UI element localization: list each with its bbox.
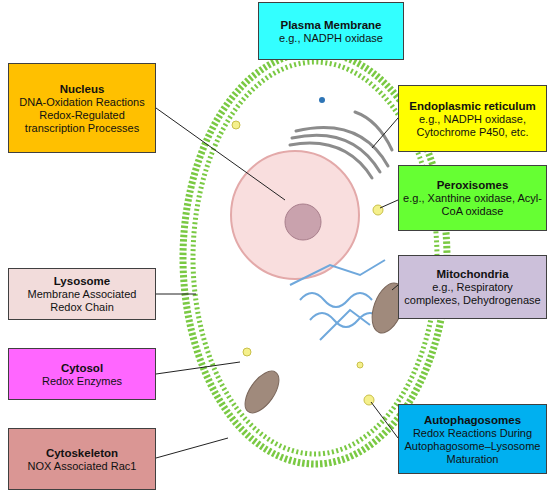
redox-source-text: e.g., NADPH oxidase, Cytochrome P450, et… bbox=[403, 113, 542, 139]
leader-line bbox=[380, 200, 398, 208]
vesicles bbox=[232, 121, 383, 405]
leader-line bbox=[372, 118, 398, 148]
filament bbox=[320, 310, 370, 340]
redox-source-text: NOX Associated Rac1 bbox=[28, 460, 137, 473]
leader-line bbox=[156, 294, 196, 295]
nucleolus-shape bbox=[285, 204, 321, 240]
organelle-name: Plasma Membrane bbox=[281, 18, 382, 32]
er-shape bbox=[290, 112, 392, 178]
redox-source-text: e.g., Xanthine oxidase, Acyl-CoA oxidase bbox=[403, 192, 542, 218]
vesicle bbox=[373, 205, 383, 215]
nucleus-label-box: NucleusDNA-Oxidation Reactions Redox-Reg… bbox=[8, 63, 156, 153]
redox-source-text: Redox Reactions During Autophagosome–Lys… bbox=[403, 427, 542, 466]
vesicle bbox=[243, 348, 251, 356]
redox-source-text: e.g., NADPH oxidase bbox=[279, 32, 383, 45]
organelle-name: Endoplasmic reticulum bbox=[409, 99, 536, 113]
leader-line bbox=[156, 108, 285, 200]
redox-source-text: DNA-Oxidation Reactions Redox-Regulated … bbox=[13, 96, 151, 135]
autophagosome-label-box: AutophagosomesRedox Reactions During Aut… bbox=[398, 404, 547, 474]
mitochondria-label-box: Mitochondriae.g., Respiratory complexes,… bbox=[398, 255, 547, 319]
leader-lines bbox=[156, 56, 398, 458]
vesicle bbox=[319, 97, 325, 103]
leader-line bbox=[371, 402, 398, 438]
redox-source-text: Redox Enzymes bbox=[42, 375, 122, 388]
peroxisome-label-box: Peroxisomese.g., Xanthine oxidase, Acyl-… bbox=[398, 165, 547, 231]
leader-line bbox=[156, 362, 240, 374]
cytosol-label-box: CytosolRedox Enzymes bbox=[8, 348, 156, 400]
vesicle bbox=[357, 362, 363, 368]
organelle-name: Autophagosomes bbox=[424, 413, 521, 427]
organelle-name: Cytoskeleton bbox=[46, 446, 118, 460]
filament bbox=[290, 260, 385, 285]
filament bbox=[300, 293, 372, 307]
er-fold bbox=[296, 128, 388, 166]
leader-line bbox=[156, 438, 228, 458]
cytoskeleton-label-box: CytoskeletonNOX Associated Rac1 bbox=[8, 428, 156, 490]
vesicle bbox=[232, 121, 240, 129]
organelle-name: Lysosome bbox=[54, 274, 110, 288]
cytoskeleton-shape bbox=[290, 260, 385, 340]
organelle-name: Mitochondria bbox=[436, 267, 508, 281]
organelle-name: Nucleus bbox=[60, 82, 105, 96]
lysosome-label-box: LysosomeMembrane Associated Redox Chain bbox=[8, 268, 156, 320]
organelle-name: Cytosol bbox=[61, 361, 103, 375]
er-label-box: Endoplasmic reticulume.g., NADPH oxidase… bbox=[398, 85, 547, 152]
redox-source-text: e.g., Respiratory complexes, Dehydrogena… bbox=[403, 281, 542, 307]
redox-source-text: Membrane Associated Redox Chain bbox=[13, 288, 151, 314]
organelle-name: Peroxisomes bbox=[437, 178, 509, 192]
nucleus-shape bbox=[231, 151, 359, 279]
mitochondrion-shape bbox=[238, 365, 285, 418]
membrane-label-box: Plasma Membranee.g., NADPH oxidase bbox=[258, 2, 404, 60]
